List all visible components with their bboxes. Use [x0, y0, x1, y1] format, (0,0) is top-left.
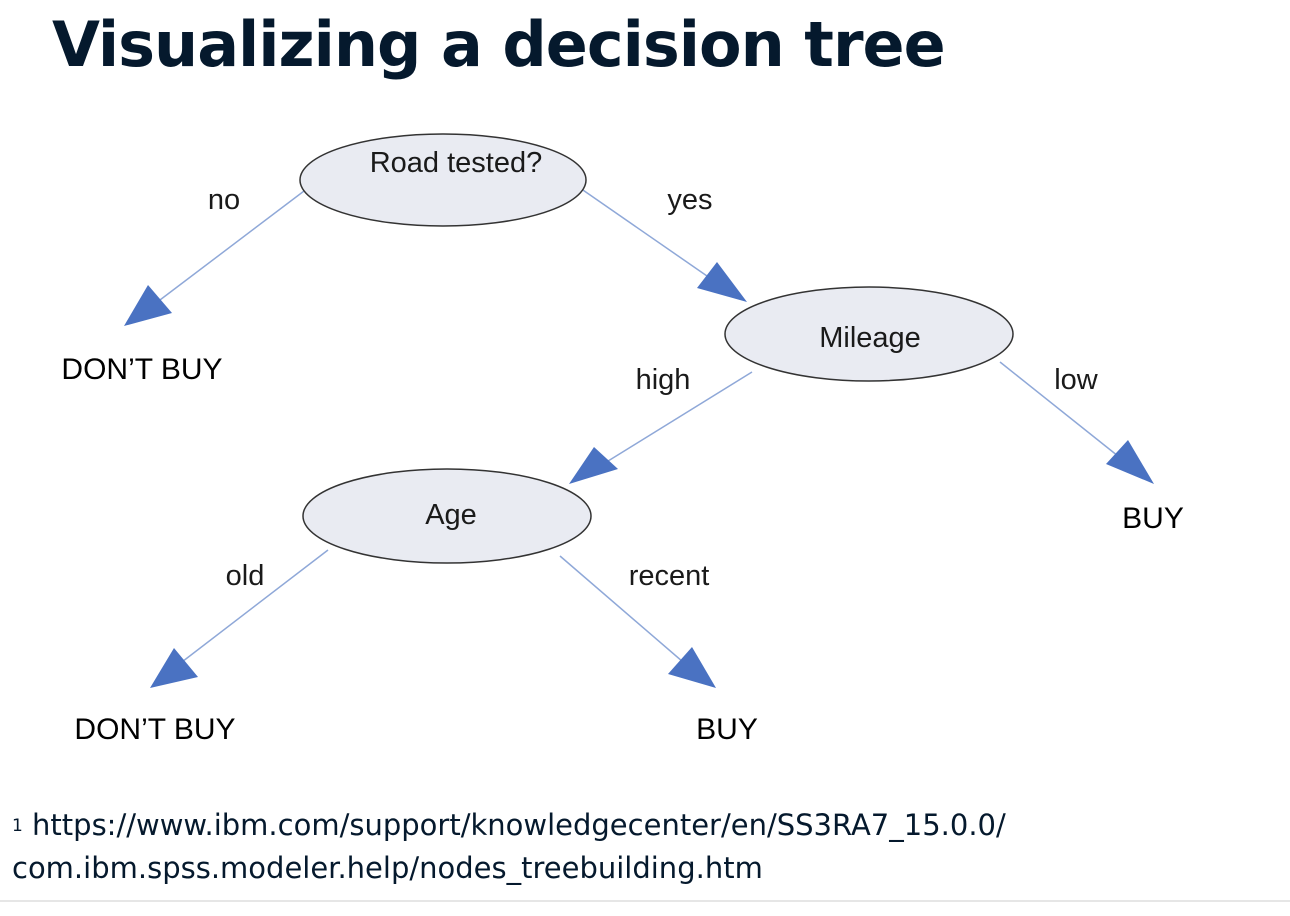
- arrowhead-root-no: [124, 285, 172, 326]
- edge-root-yes-line: [579, 187, 721, 286]
- edge-age-old-line: [177, 549, 329, 666]
- arrowhead-root-yes: [697, 262, 747, 302]
- edge-mileage-low-line: [999, 361, 1129, 465]
- decision-tree-diagram: Road tested? Mileage Age no yes high low…: [61, 133, 1184, 746]
- edge-root-no-line: [151, 187, 309, 307]
- node-age-label: Age: [425, 499, 477, 531]
- edge-label-low: low: [1054, 364, 1099, 396]
- node-age: [302, 468, 592, 564]
- arrowhead-mileage-high: [569, 447, 618, 484]
- edge-label-yes: yes: [667, 184, 712, 216]
- edge-label-high: high: [636, 364, 691, 396]
- edge-mileage-high-line: [599, 371, 753, 467]
- arrowhead-mileage-low: [1106, 440, 1154, 484]
- edge-label-old: old: [226, 560, 265, 592]
- arrowhead-age-recent: [668, 647, 716, 688]
- edge-label-no: no: [208, 184, 240, 216]
- leaf-root-no: DON’T BUY: [61, 353, 222, 386]
- footnote: 1 https://www.ibm.com/support/knowledgec…: [12, 806, 1006, 887]
- footnote-url-line2[interactable]: com.ibm.spss.modeler.help/nodes_treebuil…: [12, 851, 763, 885]
- leaf-age-old: DON’T BUY: [74, 713, 235, 746]
- edge-label-recent: recent: [629, 560, 710, 592]
- node-mileage-label: Mileage: [819, 322, 921, 354]
- node-road-tested: [299, 133, 587, 227]
- slide-title: Visualizing a decision tree: [52, 8, 946, 81]
- leaf-mileage-low: BUY: [1122, 502, 1184, 535]
- node-mileage: [724, 286, 1014, 382]
- leaf-age-recent: BUY: [696, 713, 758, 746]
- edge-age-recent-line: [559, 555, 691, 669]
- arrowhead-age-old: [150, 648, 198, 688]
- node-road-tested-label: Road tested?: [370, 147, 543, 179]
- footnote-marker: 1: [12, 816, 23, 836]
- footnote-url-line1[interactable]: https://www.ibm.com/support/knowledgecen…: [32, 808, 1006, 842]
- bottom-divider: [0, 900, 1290, 902]
